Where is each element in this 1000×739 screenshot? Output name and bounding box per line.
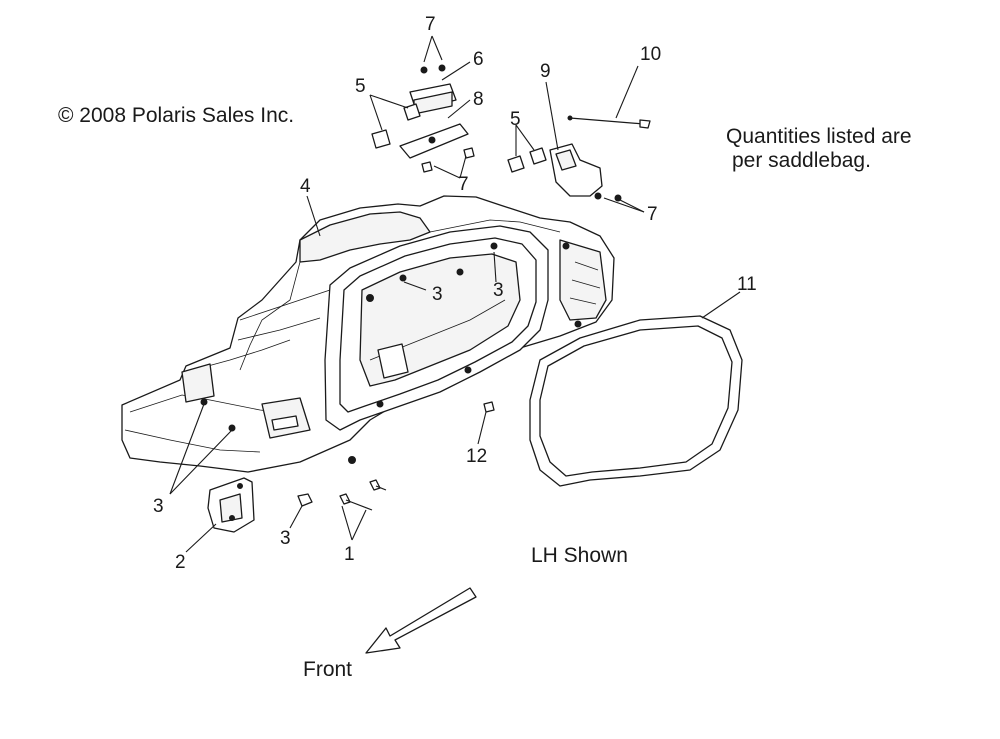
callout-5-upper: 5 — [355, 76, 366, 97]
callout-10: 10 — [640, 44, 661, 65]
mounting-bracket-part — [207, 477, 255, 533]
copyright-text: © 2008 Polaris Sales Inc. — [58, 104, 294, 127]
callout-1: 1 — [344, 544, 355, 565]
latch-part — [549, 143, 622, 202]
callout-7-right: 7 — [647, 204, 658, 225]
callout-5-right: 5 — [510, 109, 521, 130]
quantity-note-line-1: Quantities listed are — [726, 125, 912, 148]
front-direction-arrow — [365, 587, 477, 654]
callout-9: 9 — [540, 61, 551, 82]
cable-part — [567, 115, 651, 129]
callout-12: 12 — [466, 446, 487, 467]
callout-2: 2 — [175, 552, 186, 573]
callout-11: 11 — [737, 274, 757, 295]
front-label: Front — [303, 658, 352, 681]
clip-parts — [371, 103, 547, 173]
view-label: LH Shown — [531, 544, 628, 567]
callout-8: 8 — [473, 89, 484, 110]
hinge-assembly-part — [399, 64, 469, 159]
quantity-note-line-2: per saddlebag. — [732, 149, 871, 172]
leader-lines — [169, 35, 741, 553]
callout-3-center: 3 — [432, 284, 443, 305]
callout-3-lower: 3 — [280, 528, 291, 549]
saddlebag-body-part — [121, 195, 615, 473]
callout-7-top: 7 — [425, 14, 436, 35]
callout-4: 4 — [300, 176, 311, 197]
callout-6: 6 — [473, 49, 484, 70]
callout-7-middle: 7 — [458, 174, 469, 195]
fastener-parts — [297, 147, 495, 511]
callout-3-left: 3 — [153, 496, 164, 517]
seal-part — [529, 315, 743, 487]
callout-3-right: 3 — [493, 280, 504, 301]
